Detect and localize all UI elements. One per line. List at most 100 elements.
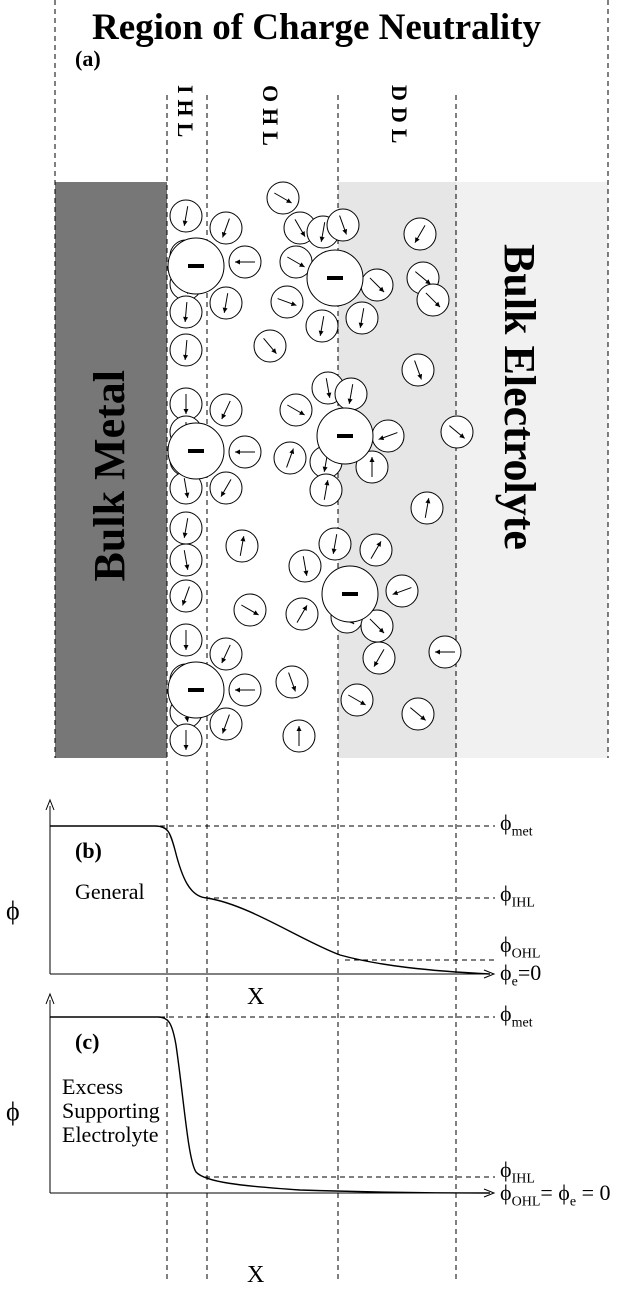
dipole-arrowhead (235, 449, 240, 455)
dipole-arrowhead (434, 301, 441, 308)
negative-charge-sign (342, 592, 358, 596)
dipole-arrowhead (182, 220, 188, 226)
dipole-arrowhead (420, 715, 426, 721)
panel-a-label: (a) (75, 46, 101, 71)
dipole-arrowhead (299, 262, 305, 267)
dipole-arrowhead (347, 398, 353, 404)
negative-charge-sign (327, 276, 343, 280)
solvated-anions (167, 237, 379, 719)
dipole-arrowhead (374, 661, 379, 667)
bulk-metal-region (55, 182, 167, 758)
phi-ohl-label-c: ϕOHL= ϕe = 0 (500, 1180, 611, 1210)
dipole-arrowhead (425, 279, 431, 285)
plot-b-y-axis-label: ϕ (6, 896, 20, 925)
dipole-arrowhead (221, 413, 227, 420)
phi-ohl-label-b: ϕOHL (500, 932, 541, 962)
panel-c-description-line-2: Supporting (62, 1098, 160, 1123)
dipole-arrowhead (183, 409, 189, 414)
dipole-arrowhead (183, 745, 189, 750)
plot-c-potential-curve (50, 1016, 491, 1194)
phi-met-label-b: ϕmet (500, 810, 533, 840)
plot-c-x-axis-label: X (247, 1262, 265, 1288)
bulk-metal-label: Bulk Metal (85, 370, 134, 582)
dipole-arrowhead (369, 457, 375, 462)
dipole-arrowhead (181, 599, 187, 606)
bulk-electrolyte-label: Bulk Electrolyte (495, 244, 544, 550)
dipole-arrowhead (326, 392, 332, 398)
panel-c-description-line-1: Excess (62, 1074, 124, 1099)
phi-ihl-label-c: ϕIHL (500, 1157, 535, 1187)
dipole-arrowhead (286, 198, 292, 203)
dipole-arrowhead (459, 433, 465, 439)
phi-ihl-label-b: ϕIHL (500, 881, 535, 911)
dipole-arrowhead (235, 687, 240, 693)
dipole-arrowhead (289, 448, 295, 455)
plot-c-x-arrow (483, 1188, 496, 1198)
dipole-arrowhead (378, 286, 385, 293)
dipole-arrowhead (425, 498, 431, 504)
negative-charge-sign (188, 449, 204, 453)
dipole-arrowhead (183, 354, 189, 360)
page-title: Region of Charge Neutrality (91, 7, 542, 48)
dipole-arrowhead (417, 373, 423, 380)
plot-c-y-arrow (45, 992, 55, 1005)
dipole-arrowhead (322, 466, 328, 472)
dipole-arrowhead (296, 726, 302, 731)
dipole-arrowhead (324, 480, 330, 486)
dipole-arrowhead (378, 627, 385, 634)
dipole-arrowhead (358, 322, 364, 328)
phi-met-label-c: ϕmet (500, 1001, 533, 1031)
negative-charge-sign (188, 688, 204, 692)
negative-charge-sign (188, 264, 204, 268)
dipole-arrowhead (235, 259, 240, 265)
solvent-molecules (169, 181, 474, 757)
dipole-arrowhead (184, 716, 190, 722)
dipole-arrowhead (303, 570, 309, 576)
dipole-arrowhead (184, 492, 190, 498)
dipole-arrowhead (392, 590, 399, 596)
dipole-arrowhead (184, 564, 190, 570)
dipole-arrowhead (302, 605, 307, 611)
layer-label-ohl: OHL (258, 85, 283, 152)
negative-charge-sign (337, 434, 353, 438)
panel-c-description-line-3: Electrolyte (62, 1122, 159, 1147)
boundary-lines (54, 0, 609, 1280)
panel-b-label: (b) (75, 838, 102, 863)
panel-b-description: General (75, 879, 145, 904)
plot-c-y-axis-label: ϕ (6, 1097, 20, 1126)
dipole-arrowhead (376, 541, 381, 547)
dipole-arrowhead (182, 532, 188, 538)
plot-b-x-arrow (483, 969, 496, 979)
plot-b (45, 798, 496, 979)
plot-b-y-arrow (45, 798, 55, 811)
dipole-arrowhead (415, 237, 420, 243)
dipole-arrowhead (221, 491, 226, 497)
plot-b-potential-curve (50, 825, 491, 975)
plot-b-x-axis-label: X (247, 984, 265, 1010)
dipole-arrowhead (319, 236, 325, 242)
dipole-arrowhead (271, 348, 277, 354)
dipole-arrowhead (221, 231, 227, 238)
dipole-arrowhead (253, 610, 259, 615)
dipole-arrowhead (331, 548, 337, 554)
dipole-arrowhead (183, 316, 189, 322)
dipole-arrowhead (299, 410, 305, 415)
dipole-arrowhead (300, 231, 305, 237)
dipole-arrowhead (291, 685, 297, 692)
plot-c (45, 992, 496, 1198)
layer-label-ihl: IHL (173, 85, 198, 144)
dipole-arrowhead (222, 307, 228, 313)
panel-c-label: (c) (75, 1029, 100, 1054)
layer-label-ddl: DDL (387, 85, 412, 150)
dipole-arrowhead (360, 700, 366, 705)
dipole-arrowhead (240, 536, 246, 542)
dipole-arrowhead (221, 727, 227, 734)
dipole-arrowhead (342, 228, 348, 235)
dipole-arrowhead (221, 657, 227, 664)
dipole-arrowhead (290, 301, 297, 307)
dipole-arrowhead (378, 435, 385, 441)
bulk-electrolyte-region (456, 182, 608, 758)
dipole-arrowhead (318, 330, 324, 336)
phi-e-label-b: ϕe=0 (500, 960, 542, 990)
dipole-arrowhead (183, 645, 189, 650)
